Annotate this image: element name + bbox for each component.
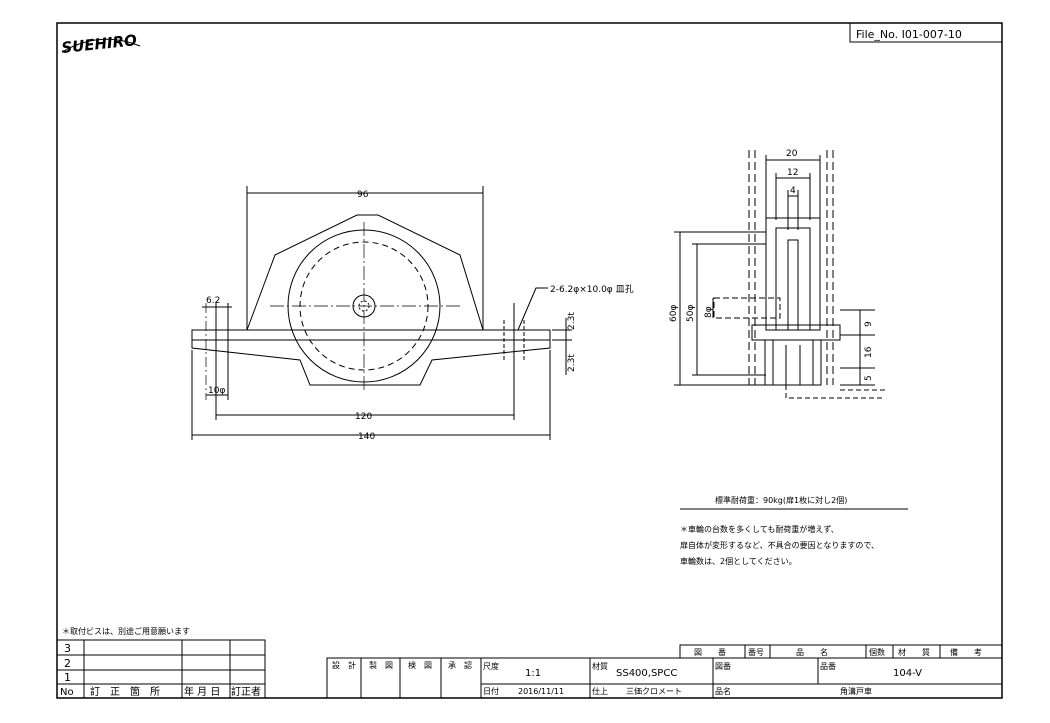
finish-label: 仕上 bbox=[592, 686, 608, 696]
product-no-label: 品番 bbox=[820, 661, 836, 671]
dim-plate-thickness-top: 2.3t bbox=[567, 312, 577, 330]
product-name-label: 品名 bbox=[715, 686, 731, 696]
approval-check: 検 図 bbox=[408, 660, 432, 670]
dim-hole-offset: 6.2 bbox=[206, 296, 220, 306]
revision-header-location: 訂 正 箇 所 bbox=[90, 685, 160, 698]
finish-value: 三価クロメート bbox=[626, 686, 682, 696]
dim-overall-width: 140 bbox=[358, 432, 375, 442]
front-view bbox=[191, 186, 572, 440]
note-line-2: 扉自体が変形するなど、不具合の要因となりますので、 bbox=[680, 540, 879, 550]
date-value: 2016/11/11 bbox=[518, 687, 564, 696]
revision-row-2: 2 bbox=[64, 657, 71, 670]
dim-height-c: 5 bbox=[864, 375, 874, 381]
hole-spec: 2-6.2φ×10.0φ 皿孔 bbox=[550, 284, 634, 295]
load-note: 標準耐荷重：90kg(扉1枚に対し2個) bbox=[715, 495, 847, 505]
approval-design: 設 計 bbox=[332, 660, 356, 670]
revision-row-3: 3 bbox=[64, 642, 71, 655]
scale-value: 1:1 bbox=[525, 668, 541, 679]
dim-pitch: 120 bbox=[355, 412, 372, 422]
material-label: 材質 bbox=[592, 661, 608, 671]
revision-header-reviser: 訂正者 bbox=[231, 685, 261, 698]
revision-row-1: 1 bbox=[64, 671, 71, 684]
dim-axle-diameter: 8φ bbox=[704, 306, 714, 318]
dim-width-outer: 20 bbox=[786, 149, 798, 159]
scale-label: 尺度 bbox=[483, 661, 499, 671]
product-no-value: 104-V bbox=[893, 668, 922, 679]
screw-note: ＊取付ビスは、別途ご用意願います bbox=[62, 626, 190, 636]
side-view bbox=[674, 150, 885, 399]
material-value: SS400,SPCC bbox=[616, 668, 677, 679]
dim-width-mid: 12 bbox=[787, 168, 798, 178]
logo-text: SUEHIRO bbox=[61, 31, 138, 57]
parts-header-material: 材 質 bbox=[898, 647, 930, 657]
file-no-box bbox=[849, 22, 1003, 43]
note-line-3: 車輪数は、2個としてください。 bbox=[680, 556, 797, 566]
revision-table bbox=[56, 639, 266, 699]
note-line-1: ＊車輪の台数を多くしても耐荷重が増えず、 bbox=[680, 524, 839, 534]
revision-header-no: No bbox=[60, 687, 74, 698]
revision-header-date: 年 月 日 bbox=[184, 685, 220, 698]
dim-width-inner: 4 bbox=[790, 186, 796, 196]
approval-approve: 承 認 bbox=[448, 660, 472, 670]
parts-header-number: 番号 bbox=[748, 647, 764, 657]
date-label: 日付 bbox=[483, 686, 499, 696]
product-name-value: 角溝戸車 bbox=[840, 686, 872, 696]
dim-plate-thickness-bottom: 2.3t bbox=[567, 354, 577, 372]
dim-hole-diameter: 10φ bbox=[208, 386, 225, 396]
parts-header-name: 品 名 bbox=[796, 647, 828, 657]
suehiro-logo: SUEHIRO bbox=[61, 31, 141, 57]
title-block bbox=[326, 644, 1003, 699]
parts-header-qty: 個数 bbox=[869, 647, 885, 657]
dim-wheel-diameter: 60φ bbox=[669, 305, 679, 322]
file-no: File_No. I01-007-10 bbox=[856, 28, 962, 41]
dim-height-a: 9 bbox=[864, 321, 874, 327]
dim-width-top: 96 bbox=[357, 190, 369, 200]
approval-drafting: 製 図 bbox=[369, 660, 393, 670]
parts-header-remarks: 備 考 bbox=[950, 647, 982, 657]
dim-height-b: 16 bbox=[864, 346, 874, 358]
parts-header-drawing-no: 図 番 bbox=[694, 647, 726, 657]
dim-tread-diameter: 50φ bbox=[686, 305, 696, 322]
drawing-no-label: 図番 bbox=[715, 661, 731, 671]
